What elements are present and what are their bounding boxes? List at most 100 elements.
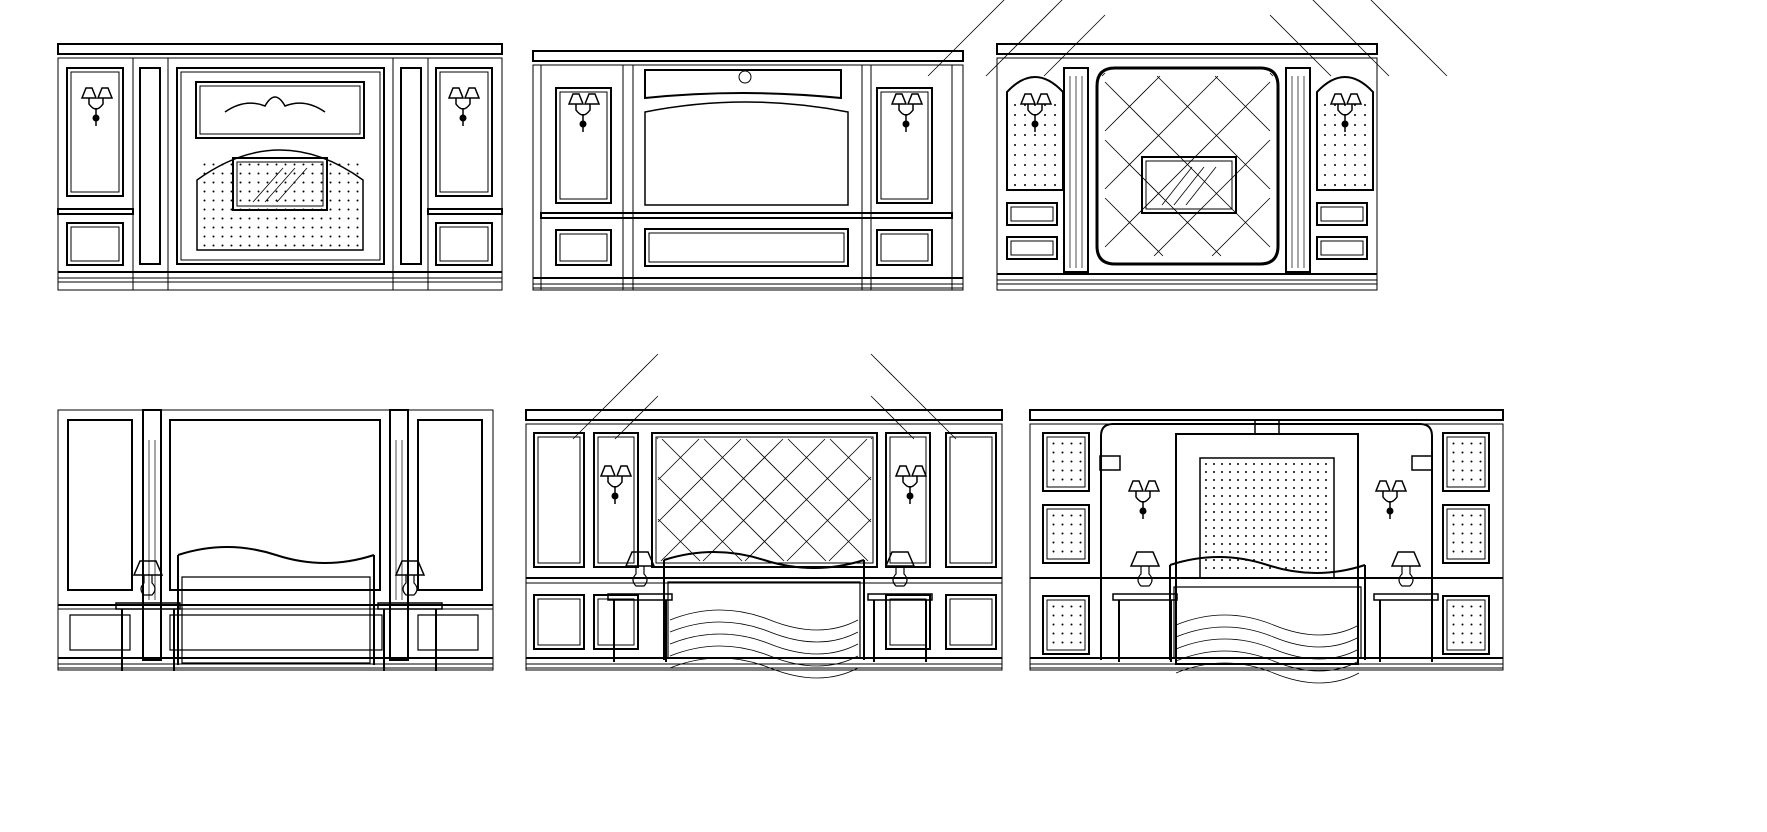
upholstery-dot [1309, 543, 1311, 545]
upholstery-dot [356, 244, 359, 247]
upholstery-dot [1245, 471, 1247, 473]
marble-vein [1052, 550, 1055, 553]
wall-elevation-3 [928, 0, 1447, 290]
upholstery-dot [293, 217, 296, 220]
upholstery-dot [284, 217, 287, 220]
small-panel [1317, 237, 1367, 259]
upper-panel-inner [538, 437, 580, 563]
upholstery-dot [1269, 503, 1271, 505]
upholstery-dot [275, 163, 278, 166]
marble-vein [1070, 632, 1073, 635]
stone-speckle [1334, 134, 1336, 136]
upholstery-dot [239, 235, 242, 238]
upholstery-dot [1245, 503, 1247, 505]
upholstery-dot [329, 244, 332, 247]
upholstery-dot [1205, 519, 1207, 521]
arched-upholstery [197, 150, 363, 250]
upholstery-dot [293, 163, 296, 166]
stone-speckle [1324, 124, 1326, 126]
stone-speckle [1324, 104, 1326, 106]
upholstery-dot [1261, 487, 1263, 489]
tufting-line [658, 439, 741, 522]
upholstery-dot [248, 163, 251, 166]
marble-vein [1070, 442, 1073, 445]
headboard-top [178, 547, 374, 563]
stone-speckle [1344, 164, 1346, 166]
marble-vein [1479, 641, 1482, 644]
upholstery-dot [257, 226, 260, 229]
marble-vein [1061, 514, 1064, 517]
marble-vein [1052, 460, 1055, 463]
marble-vein [1479, 550, 1482, 553]
stone-speckle [1014, 104, 1016, 106]
upholstery-dot [248, 172, 251, 175]
upholstery-dot [1309, 551, 1311, 553]
stone-speckle [1044, 134, 1046, 136]
upholstery-dot [1325, 495, 1327, 497]
stone-speckle [1024, 114, 1026, 116]
upholstery-dot [311, 217, 314, 220]
upholstery-dot [248, 199, 251, 202]
upholstery-dot [1205, 543, 1207, 545]
upholstery-dot [1301, 519, 1303, 521]
upholstery-dot [329, 181, 332, 184]
upholstery-dot [1293, 551, 1295, 553]
upholstery-dot [257, 190, 260, 193]
marble-vein [1479, 469, 1482, 472]
upholstery-dot [1261, 567, 1263, 569]
marble-vein [1452, 641, 1455, 644]
marble-vein [1079, 532, 1082, 535]
upholstery-dot [1277, 471, 1279, 473]
upholstery-dot [1229, 567, 1231, 569]
upholstery-dot [320, 226, 323, 229]
upholstery-dot [1293, 535, 1295, 537]
stone-speckle [1034, 174, 1036, 176]
upholstery-dot [203, 181, 206, 184]
upholstery-dot [1277, 551, 1279, 553]
tufting-line [573, 354, 658, 439]
upholstery-dot [239, 217, 242, 220]
headboard-top [1170, 557, 1365, 573]
upholstery-dot [221, 199, 224, 202]
upholstery-dot [1293, 527, 1295, 529]
wall-sconce-icon [1376, 481, 1406, 519]
table-lamp-base [633, 566, 647, 586]
marble-vein [1061, 550, 1064, 553]
upholstery-dot [1261, 479, 1263, 481]
upholstery-dot [1277, 535, 1279, 537]
marble-vein [1079, 478, 1082, 481]
upholstery-dot [266, 163, 269, 166]
upholstery-dot [1253, 479, 1255, 481]
wall-outline [997, 58, 1377, 290]
marble-vein [1461, 523, 1464, 526]
stone-speckle [1344, 154, 1346, 156]
stone-speckle [1034, 164, 1036, 166]
sconce-arm [456, 98, 470, 126]
upholstery-dot [302, 190, 305, 193]
marble-vein [1461, 451, 1464, 454]
chair-rail [58, 209, 133, 214]
upholstery-dot [1285, 471, 1287, 473]
upholstery-dot [1221, 527, 1223, 529]
upholstery-dot [1277, 519, 1279, 521]
upper-panel [170, 420, 380, 590]
wall-sconce-icon [1129, 481, 1159, 519]
marble-vein [1461, 605, 1464, 608]
marble-vein [1479, 541, 1482, 544]
upholstery-dot [338, 235, 341, 238]
upholstery-dot [221, 208, 224, 211]
upholstery-dot [1221, 511, 1223, 513]
upholstery-dot [1285, 463, 1287, 465]
lower-center-panel-inner [649, 233, 844, 262]
upholstery-dot [203, 208, 206, 211]
upholstery-dot [1237, 535, 1239, 537]
nightstand-top [116, 603, 180, 609]
upholstery-dot [221, 226, 224, 229]
upholstery-dot [1237, 495, 1239, 497]
marble-vein [1470, 632, 1473, 635]
upholstery-dot [1253, 551, 1255, 553]
upholstery-dot [221, 172, 224, 175]
lower-panel [534, 595, 584, 649]
marble-vein [1452, 623, 1455, 626]
upholstery-dot [1301, 503, 1303, 505]
